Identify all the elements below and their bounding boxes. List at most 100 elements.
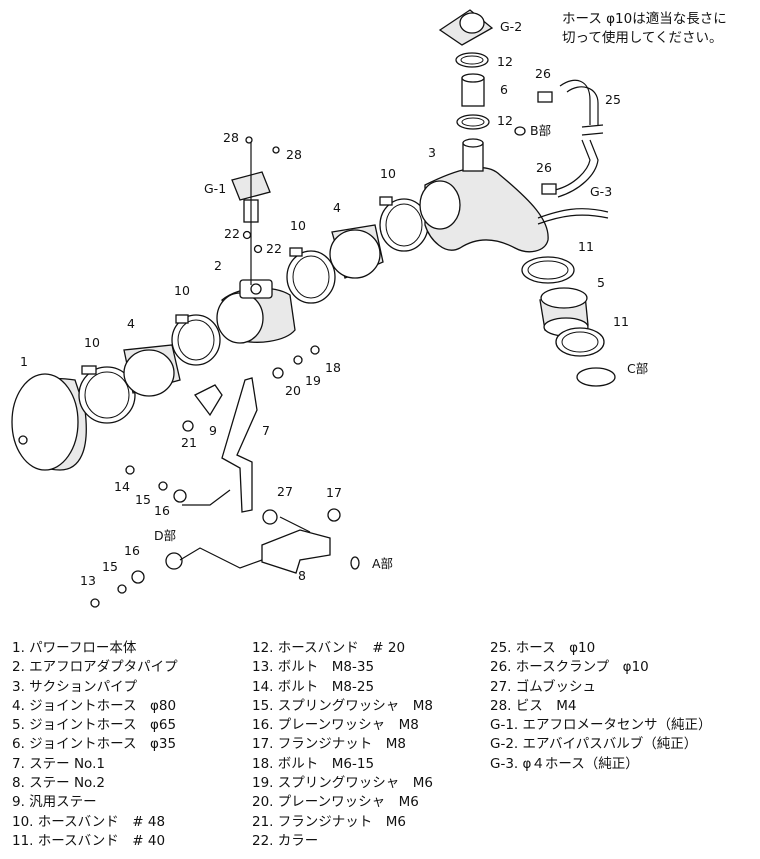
label-a-section: A部 (372, 556, 393, 571)
label-g2: G-2 (500, 19, 522, 34)
part-19-spring-washer-m6 (293, 355, 303, 365)
label-26a: 26 (535, 66, 551, 81)
label-13: 13 (80, 573, 96, 588)
part-10-hose-band-right (286, 247, 336, 304)
part-22-collar-1 (242, 230, 252, 240)
instruction-note: ホース φ10は適当な長さに 切って使用してください。 (562, 10, 758, 48)
label-d-section: D部 (154, 528, 176, 543)
part-20-plain-washer-m6 (272, 367, 284, 379)
a-section-marker (350, 556, 360, 570)
part-g1-airflow-sensor (231, 140, 271, 285)
part-28-screw-1 (245, 136, 253, 144)
legend-item: 18. ボルト M6-15 (252, 755, 375, 772)
parts-legend-column-2: 12. ホースバンド # 20 13. ボルト M8-35 14. ボルト M8… (252, 639, 433, 851)
legend-item: 25. ホース φ10 (490, 640, 596, 656)
label-20: 20 (285, 383, 301, 398)
label-16a: 16 (154, 503, 170, 518)
part-1-filter-body (11, 373, 87, 471)
label-22a: 22 (224, 226, 240, 241)
legend-item: 6. ジョイントホース φ35 (12, 736, 177, 753)
label-26b: 26 (536, 160, 552, 175)
legend-item: 21. フランジナット M6 (252, 813, 406, 830)
b-section-marker (514, 126, 526, 136)
part-27-rubber-bushing (262, 509, 278, 525)
legend-item: 3. サクションパイプ (12, 678, 138, 695)
part-4-joint-hose-right (329, 224, 384, 279)
note-line-2: 切って使用してください。 (562, 30, 723, 46)
label-21: 21 (181, 435, 197, 450)
legend-item: G-1. エアフロメータセンサ（純正） (490, 717, 712, 734)
parts-legend-column-3: 25. ホース φ10 26. ホースクランプ φ10 27. ゴムブッシュ 2… (490, 639, 712, 774)
label-g3: G-3 (590, 184, 612, 199)
part-10-hose-band-left (78, 365, 136, 424)
part-10-hose-band-mid (171, 314, 221, 366)
part-16-plain-washer-a (173, 489, 187, 503)
part-5-joint-hose (539, 287, 589, 337)
part-9-general-stay (194, 384, 223, 417)
part-22-collar-2 (253, 244, 263, 254)
part-13-bolt-m8-35 (90, 598, 100, 608)
legend-item: 16. プレーンワッシャ M8 (252, 717, 419, 734)
part-26-hose-clamp-lower (541, 183, 557, 195)
legend-item: 9. 汎用ステー (12, 794, 97, 811)
legend-item: 26. ホースクランプ φ10 (490, 659, 649, 676)
legend-item: 19. スプリングワッシャ M6 (252, 775, 433, 792)
label-16b: 16 (124, 543, 140, 558)
label-17: 17 (326, 485, 342, 500)
part-g3-hose (537, 208, 609, 219)
label-10d: 10 (380, 166, 396, 181)
label-6: 6 (500, 82, 508, 97)
label-12a: 12 (497, 54, 513, 69)
legend-item: 4. ジョイントホース φ80 (12, 697, 177, 714)
legend-item: 11. ホースバンド # 40 (12, 832, 166, 849)
label-8: 8 (298, 568, 306, 583)
part-d-section-bushing (165, 552, 183, 570)
part-16-plain-washer-b (131, 570, 145, 584)
legend-item: 13. ボルト M8-35 (252, 659, 375, 676)
part-11-hose-band-lower (555, 327, 605, 357)
label-10c: 10 (290, 218, 306, 233)
c-section-ring (576, 367, 616, 387)
label-3: 3 (428, 145, 436, 160)
legend-item: 8. ステー No.2 (12, 775, 105, 792)
legend-item: 20. プレーンワッシャ M6 (252, 794, 419, 811)
part-28-screw-2 (272, 146, 280, 154)
part-17-flange-nut-m8 (327, 508, 341, 522)
label-7: 7 (262, 423, 270, 438)
part-15-spring-washer-b (117, 584, 127, 594)
part-g2-air-bypass-valve (438, 9, 494, 46)
label-15b: 15 (102, 559, 118, 574)
label-9: 9 (209, 423, 217, 438)
exploded-parts-diagram: 1 2 3 4 4 5 6 7 8 9 10 10 10 10 11 11 12… (11, 9, 648, 608)
legend-item: 10. ホースバンド # 48 (12, 813, 166, 830)
label-10b: 10 (174, 283, 190, 298)
part-15-spring-washer-a (158, 481, 168, 491)
label-1: 1 (20, 354, 28, 369)
legend-item: 17. フランジナット M8 (252, 736, 406, 753)
legend-item: 15. スプリングワッシャ M8 (252, 697, 433, 714)
label-22b: 22 (266, 241, 282, 256)
part-7-stay-no1 (221, 377, 258, 513)
part-14-bolt-m8-25 (125, 465, 135, 475)
part-12-hose-band-upper (455, 52, 489, 68)
legend-item: 22. カラー (252, 832, 319, 849)
label-19: 19 (305, 373, 321, 388)
label-11b: 11 (613, 314, 629, 329)
part-26-hose-clamp-upper (537, 91, 553, 103)
part-2-airflow-adapter-pipe (216, 279, 296, 344)
part-4-joint-hose-left (123, 344, 181, 397)
part-25-hose (554, 79, 604, 198)
part-3-suction-pipe (419, 138, 549, 253)
label-5: 5 (597, 275, 605, 290)
part-18-bolt (310, 345, 320, 355)
legend-item: 14. ボルト M8-25 (252, 678, 375, 695)
label-g1: G-1 (204, 181, 226, 196)
part-11-hose-band-upper (521, 256, 575, 284)
label-2: 2 (214, 258, 222, 273)
label-4b: 4 (333, 200, 341, 215)
label-11a: 11 (578, 239, 594, 254)
part-6-joint-hose (461, 73, 485, 107)
legend-item: 5. ジョイントホース φ65 (12, 717, 177, 734)
label-12b: 12 (497, 113, 513, 128)
legend-item: 7. ステー No.1 (12, 755, 105, 772)
